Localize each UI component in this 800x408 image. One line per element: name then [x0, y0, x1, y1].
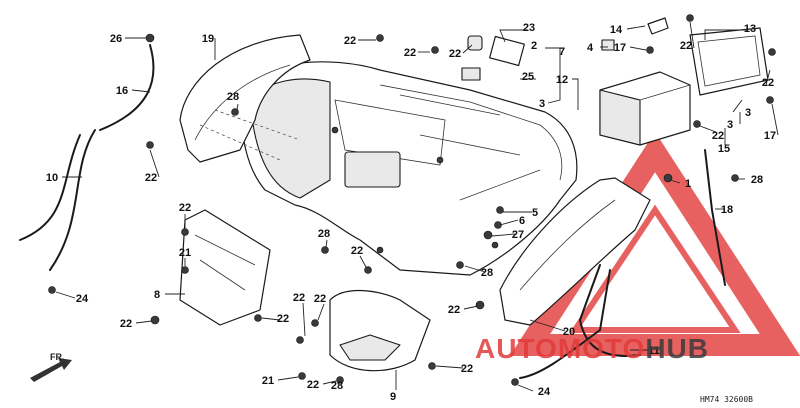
callout-22: 22 — [293, 292, 305, 304]
callout-9: 9 — [390, 391, 396, 403]
callout-13: 13 — [744, 23, 756, 35]
callout-2: 2 — [531, 40, 537, 52]
callout-26: 26 — [110, 33, 122, 45]
stay-10b — [19, 134, 81, 241]
callout-17: 17 — [614, 42, 626, 54]
diagram-code: HM74 32600B — [700, 395, 753, 404]
storage-box — [599, 71, 691, 146]
callout-22: 22 — [145, 172, 157, 184]
leader-lines — [55, 21, 779, 392]
callout-24: 24 — [538, 386, 551, 398]
callout-28: 28 — [751, 174, 763, 186]
callout-22: 22 — [448, 304, 460, 316]
callout-3: 3 — [745, 107, 751, 119]
callout-14: 14 — [610, 24, 623, 36]
callout-22: 22 — [762, 77, 774, 89]
front-arrow-icon — [30, 358, 72, 382]
callout-22: 22 — [712, 130, 724, 142]
callout-25: 25 — [522, 71, 534, 83]
callout-12: 12 — [556, 74, 568, 86]
callout-28: 28 — [318, 228, 330, 240]
callout-22: 22 — [461, 363, 473, 375]
callout-28: 28 — [331, 380, 343, 392]
callout-11: 11 — [648, 345, 660, 357]
callout-3: 3 — [539, 98, 545, 110]
callout-19: 19 — [202, 33, 214, 45]
left-side-guard — [179, 34, 311, 163]
callout-21: 21 — [262, 375, 274, 387]
callout-22: 22 — [179, 202, 191, 214]
callout-5: 5 — [532, 207, 538, 219]
front-direction-indicator: FR. — [30, 352, 72, 382]
callout-22: 22 — [449, 48, 461, 60]
callout-7: 7 — [559, 46, 565, 58]
stay-18 — [704, 149, 726, 286]
callout-18: 18 — [721, 204, 733, 216]
callout-22: 22 — [277, 313, 289, 325]
watermark-text: AUTOMOTOHUB — [475, 333, 709, 364]
callout-22: 22 — [680, 40, 692, 52]
callout-22: 22 — [351, 245, 363, 257]
stay-11 — [578, 264, 641, 357]
callout-28: 28 — [227, 91, 239, 103]
callout-10: 10 — [46, 172, 58, 184]
fender-pocket — [344, 151, 401, 188]
stay-11b — [519, 269, 611, 379]
callout-21: 21 — [179, 247, 191, 259]
callout-6: 6 — [519, 215, 525, 227]
callout-24: 24 — [76, 293, 89, 305]
clip-24 — [461, 67, 481, 81]
callout-22: 22 — [404, 47, 416, 59]
callout-17: 17 — [764, 130, 776, 142]
callout-1: 1 — [685, 178, 691, 190]
callout-22: 22 — [307, 379, 319, 391]
bracket-2 — [489, 35, 525, 67]
callout-22: 22 — [344, 35, 356, 47]
stay-16 — [99, 44, 155, 131]
watermark-middle: MOTO — [558, 333, 645, 364]
callout-labels: 1233345678910111213141516171718192021212… — [46, 22, 776, 403]
callout-4: 4 — [587, 42, 594, 54]
svg-text:AUTOMOTOHUB: AUTOMOTOHUB — [475, 333, 709, 364]
callout-27: 27 — [512, 229, 524, 241]
rear-fender-extension — [499, 177, 651, 326]
box-lid — [689, 27, 769, 96]
mudguard-center — [329, 289, 431, 372]
callout-22: 22 — [314, 293, 326, 305]
mudguard-left — [179, 209, 271, 326]
stay-10 — [49, 129, 96, 271]
callout-20: 20 — [563, 326, 575, 338]
callout-23: 23 — [523, 22, 535, 34]
watermark-suffix: HUB — [645, 333, 709, 364]
callout-22: 22 — [120, 318, 132, 330]
watermark-prefix: AUTO — [475, 333, 558, 364]
callout-15: 15 — [718, 143, 730, 155]
direction-label: FR. — [50, 352, 65, 362]
callout-28: 28 — [481, 267, 493, 279]
callout-8: 8 — [154, 289, 160, 301]
rear-fender — [239, 61, 578, 276]
stay-rods — [19, 44, 726, 379]
callout-16: 16 — [116, 85, 128, 97]
callout-3: 3 — [727, 119, 733, 131]
